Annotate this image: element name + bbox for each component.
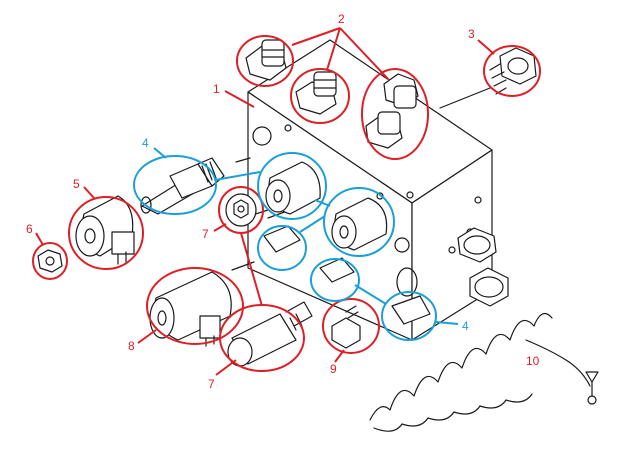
callout-6: 6 [26, 222, 33, 236]
blue-leader-4b [435, 321, 459, 325]
cartridge-valve-lower [227, 301, 313, 367]
blue-circle-coil-center-a [257, 152, 327, 220]
red-circle-coil-lower [146, 267, 244, 345]
callout-10: 10 [526, 354, 540, 368]
leader-7a [213, 223, 227, 232]
wiring-harness [369, 312, 599, 432]
nut [37, 249, 63, 273]
callout-9: 9 [330, 362, 337, 376]
leader-1 [224, 90, 255, 108]
blue-circle-connector-b [310, 258, 360, 302]
blue-circle-cartridge-upper [133, 155, 217, 215]
callout-7-lower: 7 [208, 377, 215, 391]
callout-3: 3 [468, 27, 475, 41]
blue-link-2 [314, 199, 331, 207]
blue-link-3 [299, 215, 326, 233]
blue-leader-4a [153, 147, 167, 159]
solenoid-coil-left [75, 195, 135, 265]
red-circle-coil-left [68, 196, 144, 270]
red-annotations [32, 27, 541, 376]
leader-6 [35, 232, 44, 246]
blue-circle-connector-c [381, 291, 437, 341]
blue-circle-coil-center-b [323, 187, 395, 257]
solenoid-coils-center [263, 161, 431, 325]
side-fittings [457, 227, 509, 307]
cartridge-valve-upper [140, 157, 225, 215]
blue-annotations [133, 147, 459, 341]
callout-4-upper: 4 [142, 136, 149, 150]
plug-fitting [489, 47, 537, 95]
leader-7-link [240, 232, 263, 307]
leader-7b [215, 359, 237, 376]
red-circle-elbow-c [361, 68, 429, 160]
blue-link-1 [214, 171, 261, 181]
red-circle-plug [483, 45, 541, 97]
callout-4-lower: 4 [462, 319, 469, 333]
callout-5: 5 [73, 177, 80, 191]
leader-9 [334, 349, 345, 363]
red-circle-check-valve [322, 298, 380, 354]
red-circle-nut [32, 242, 68, 280]
callout-7-upper: 7 [202, 227, 209, 241]
red-circle-elbow-a [236, 35, 294, 87]
blue-link-4 [354, 284, 387, 305]
blue-circle-connector-a [257, 225, 307, 271]
leader-5 [83, 186, 95, 199]
leader-3 [477, 39, 495, 55]
leader-2a [291, 27, 341, 46]
check-valve-plug [331, 305, 361, 349]
callout-8: 8 [128, 339, 135, 353]
leader-2b [326, 27, 341, 71]
elbow-fittings [245, 39, 419, 149]
callout-1: 1 [213, 82, 220, 96]
leader-8 [137, 329, 157, 344]
callout-2: 2 [338, 12, 345, 26]
coil-nut-upper [225, 193, 257, 227]
leader-2c [339, 27, 390, 81]
red-circle-elbow-b [290, 68, 350, 124]
